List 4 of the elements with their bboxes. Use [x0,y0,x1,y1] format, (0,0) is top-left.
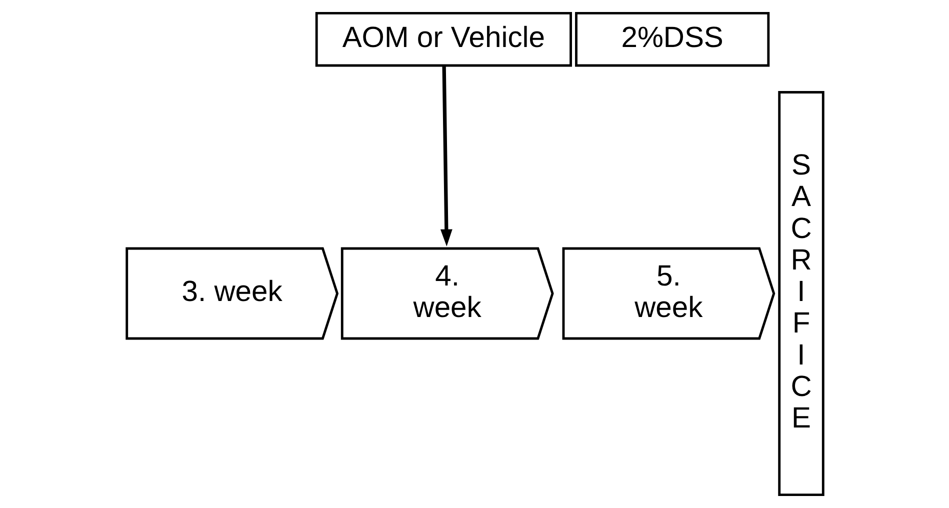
arrow [440,66,452,246]
node-box: 2%DSS [574,12,770,67]
node-box: SACRIFICE [778,91,824,496]
node-box: AOM or Vehicle [314,12,572,67]
